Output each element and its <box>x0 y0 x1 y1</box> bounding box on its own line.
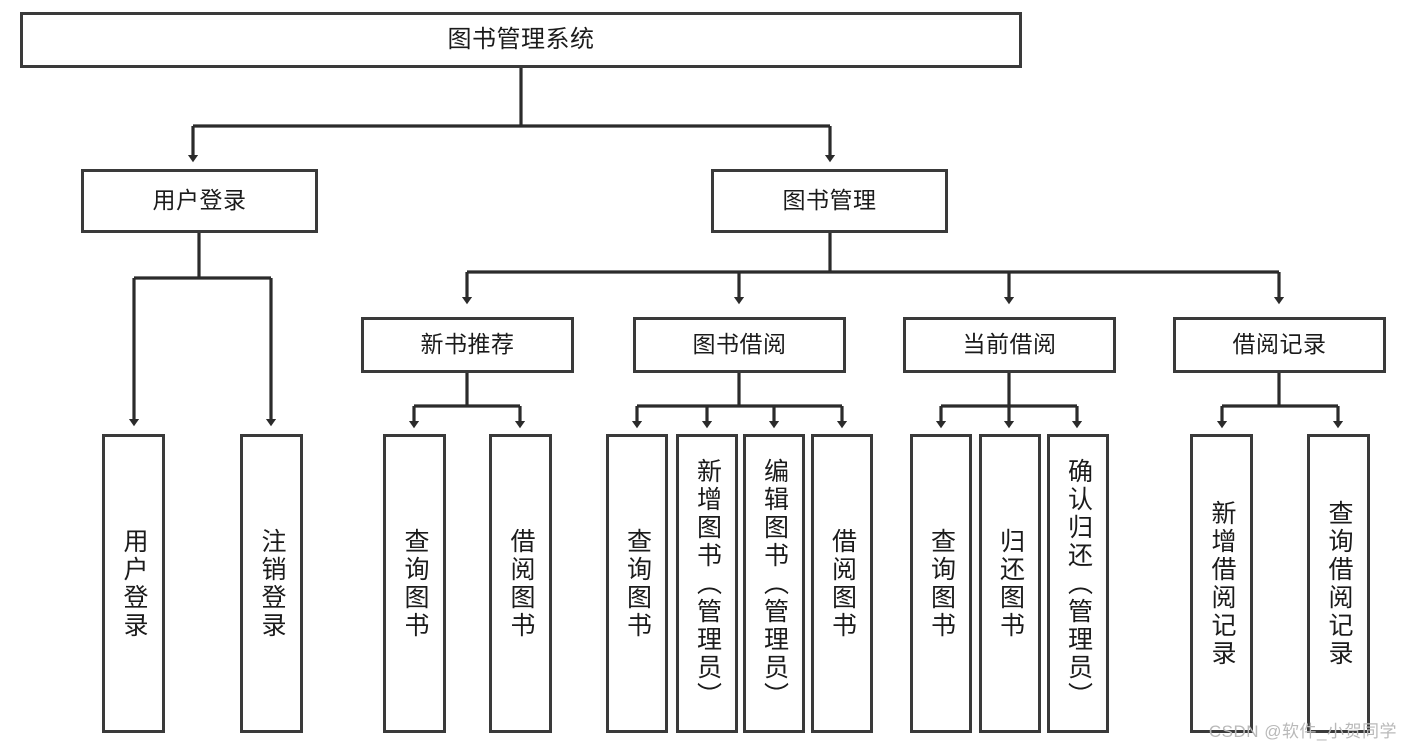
node-leaf-edit-book-label: 编辑图书（管理员） <box>760 457 789 710</box>
node-user-login[interactable]: 用户登录 <box>81 169 318 233</box>
node-leaf-query-book-1[interactable]: 查询图书 <box>383 434 446 733</box>
node-leaf-user-login[interactable]: 用户登录 <box>102 434 165 733</box>
node-leaf-query-record[interactable]: 查询借阅记录 <box>1307 434 1370 733</box>
node-leaf-return-book-label: 归还图书 <box>996 527 1025 640</box>
node-leaf-query-book-2-label: 查询图书 <box>623 527 652 640</box>
node-new-book-recommend-label: 新书推荐 <box>420 331 515 358</box>
node-leaf-borrow-book-1[interactable]: 借阅图书 <box>489 434 552 733</box>
node-book-borrow-label: 图书借阅 <box>692 331 787 358</box>
node-leaf-user-logout-label: 注销登录 <box>258 527 286 640</box>
node-book-manage-label: 图书管理 <box>782 187 877 214</box>
node-root[interactable]: 图书管理系统 <box>20 12 1022 68</box>
node-book-borrow[interactable]: 图书借阅 <box>633 317 846 373</box>
node-leaf-user-login-label: 用户登录 <box>120 527 148 640</box>
node-leaf-borrow-book-1-label: 借阅图书 <box>507 527 535 640</box>
node-leaf-query-book-3[interactable]: 查询图书 <box>910 434 972 733</box>
node-leaf-add-book[interactable]: 新增图书（管理员） <box>676 434 738 733</box>
node-leaf-return-book[interactable]: 归还图书 <box>979 434 1041 733</box>
node-leaf-query-book-1-label: 查询图书 <box>401 527 429 640</box>
node-borrow-record[interactable]: 借阅记录 <box>1173 317 1386 373</box>
node-leaf-confirm-return-label: 确认归还（管理员） <box>1064 457 1093 710</box>
node-new-book-recommend[interactable]: 新书推荐 <box>361 317 574 373</box>
node-current-borrow-label: 当前借阅 <box>962 331 1057 358</box>
csdn-watermark: CSDN @软件_小贺同学 <box>1208 722 1397 741</box>
node-book-manage[interactable]: 图书管理 <box>711 169 948 233</box>
node-leaf-query-book-3-label: 查询图书 <box>927 527 956 640</box>
node-user-login-label: 用户登录 <box>152 187 247 214</box>
node-leaf-add-record[interactable]: 新增借阅记录 <box>1190 434 1253 733</box>
node-root-label: 图书管理系统 <box>447 25 595 53</box>
node-leaf-confirm-return[interactable]: 确认归还（管理员） <box>1047 434 1109 733</box>
node-current-borrow[interactable]: 当前借阅 <box>903 317 1116 373</box>
node-leaf-query-book-2[interactable]: 查询图书 <box>606 434 668 733</box>
node-leaf-borrow-book-2[interactable]: 借阅图书 <box>811 434 873 733</box>
node-leaf-borrow-book-2-label: 借阅图书 <box>828 527 857 640</box>
node-leaf-user-logout[interactable]: 注销登录 <box>240 434 303 733</box>
node-leaf-query-record-label: 查询借阅记录 <box>1325 499 1353 668</box>
node-leaf-add-book-label: 新增图书（管理员） <box>693 457 722 710</box>
node-borrow-record-label: 借阅记录 <box>1232 331 1327 358</box>
node-leaf-edit-book[interactable]: 编辑图书（管理员） <box>743 434 805 733</box>
node-leaf-add-record-label: 新增借阅记录 <box>1208 499 1236 668</box>
